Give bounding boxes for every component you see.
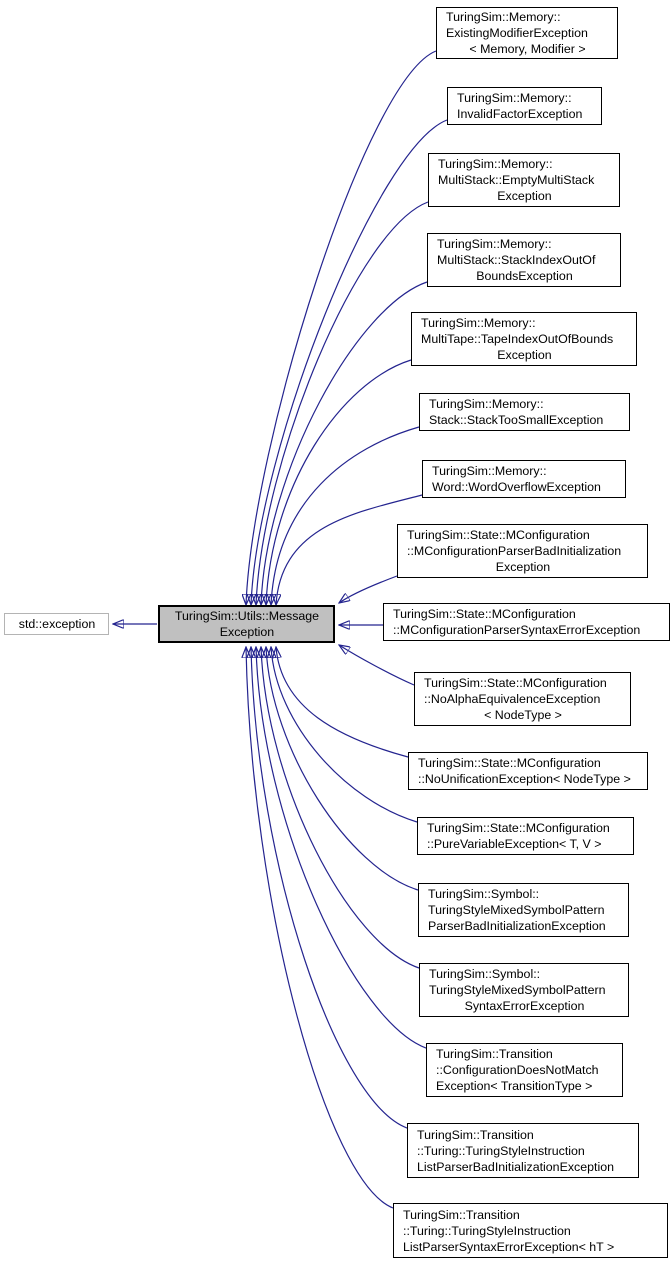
node-label-line: TuringSim::State::MConfiguration xyxy=(418,756,601,770)
node-label-line: ::NoUnificationException< NodeType > xyxy=(418,772,631,786)
node-label-line: TuringSim::Symbol:: xyxy=(428,887,540,901)
node-label-line: TuringSim::Transition xyxy=(436,1047,553,1061)
node-label-line: TuringStyleMixedSymbolPattern xyxy=(429,983,606,997)
edge-mconfig-parser-bad-init-to-base xyxy=(339,575,398,603)
node-label-line: TuringSim::Utils::Message xyxy=(174,609,320,623)
node-label-line: MultiStack::StackIndexOutOf xyxy=(437,253,596,267)
edge-configuration-does-not-match-to-base xyxy=(256,647,427,1049)
node-label-line: TuringStyleMixedSymbolPattern xyxy=(428,903,605,917)
node-label-line: MultiTape::TapeIndexOutOfBounds xyxy=(421,332,614,346)
node-label-line: InvalidFactorException xyxy=(457,107,583,121)
node-label-line: TuringSim::Memory:: xyxy=(421,316,536,330)
node-mixed-symbol-pattern-parser-bad-initialization-exception[interactable]: TuringSim::Symbol:: TuringStyleMixedSymb… xyxy=(418,883,629,937)
node-label-line: TuringSim::Symbol:: xyxy=(429,967,541,981)
node-instruction-list-parser-syntax-error-exception[interactable]: TuringSim::Transition ::Turing::TuringSt… xyxy=(393,1203,668,1258)
node-label-line: < NodeType > xyxy=(484,708,562,722)
node-label-line: ListParserSyntaxErrorException< hT > xyxy=(403,1239,615,1254)
edge-no-unification-to-base xyxy=(276,647,409,758)
node-label-line: Stack::StackTooSmallException xyxy=(429,413,604,427)
node-label-line: Exception< TransitionType > xyxy=(436,1079,593,1093)
node-label-line: Exception xyxy=(219,625,275,639)
node-label-line: Exception xyxy=(497,189,552,203)
node-label-line: Exception xyxy=(497,348,552,362)
node-label-line: SyntaxErrorException xyxy=(464,999,585,1013)
node-no-unification-exception[interactable]: TuringSim::State::MConfiguration ::NoUni… xyxy=(408,752,648,790)
node-label-line: ::MConfigurationParserBadInitialization xyxy=(407,544,622,558)
edge-mixed-symbol-syntax-error-to-base xyxy=(261,647,420,969)
node-invalid-factor-exception[interactable]: TuringSim::Memory:: InvalidFactorExcepti… xyxy=(447,87,602,125)
node-label-line: < Memory, Modifier > xyxy=(469,42,586,56)
node-mconfiguration-parser-syntax-error-exception[interactable]: TuringSim::State::MConfiguration ::MConf… xyxy=(383,603,670,641)
node-label-line: ExistingModifierException xyxy=(446,26,588,40)
node-pure-variable-exception[interactable]: TuringSim::State::MConfiguration ::PureV… xyxy=(417,817,634,855)
node-stack-too-small-exception[interactable]: TuringSim::Memory:: Stack::StackTooSmall… xyxy=(419,393,630,431)
node-label-line: TuringSim::Transition xyxy=(417,1127,534,1142)
node-label-line: ::ConfigurationDoesNotMatch xyxy=(436,1063,599,1077)
node-configuration-does-not-match-exception[interactable]: TuringSim::Transition ::ConfigurationDoe… xyxy=(426,1043,623,1097)
node-label-line: ::MConfigurationParserSyntaxErrorExcepti… xyxy=(393,623,641,637)
edge-stack-too-small-to-base xyxy=(271,426,420,605)
node-empty-multi-stack-exception[interactable]: TuringSim::Memory:: MultiStack::EmptyMul… xyxy=(428,153,620,207)
edge-instruction-list-parser-syntax-error-to-base xyxy=(246,647,394,1209)
node-mixed-symbol-pattern-syntax-error-exception[interactable]: TuringSim::Symbol:: TuringStyleMixedSymb… xyxy=(419,963,629,1017)
node-mconfiguration-parser-bad-initialization-exception[interactable]: TuringSim::State::MConfiguration ::MConf… xyxy=(397,524,648,578)
node-label-line: TuringSim::Memory:: xyxy=(437,237,552,251)
node-label-line: TuringSim::Memory:: xyxy=(438,157,553,171)
node-label-line: TuringSim::Memory:: xyxy=(432,464,547,478)
edge-existing-modifier-to-base xyxy=(246,50,437,605)
node-stack-index-out-of-bounds-exception[interactable]: TuringSim::Memory:: MultiStack::StackInd… xyxy=(427,233,621,287)
node-tape-index-out-of-bounds-exception[interactable]: TuringSim::Memory:: MultiTape::TapeIndex… xyxy=(411,312,637,366)
node-existing-modifier-exception[interactable]: TuringSim::Memory:: ExistingModifierExce… xyxy=(436,7,618,59)
node-label-line: TuringSim::Memory:: xyxy=(429,397,544,411)
node-instruction-list-parser-bad-initialization-exception[interactable]: TuringSim::Transition ::Turing::TuringSt… xyxy=(407,1123,639,1178)
node-label-line: Exception xyxy=(495,560,551,574)
node-label-line: TuringSim::Transition xyxy=(403,1207,520,1222)
edge-tape-index-out-of-bounds-to-base xyxy=(266,359,412,605)
node-label-line: ::Turing::TuringStyleInstruction xyxy=(417,1143,585,1158)
edge-mixed-symbol-parser-bad-init-to-base xyxy=(266,647,419,891)
node-label-line: std::exception xyxy=(18,617,96,631)
node-label-line: TuringSim::State::MConfiguration xyxy=(407,528,590,542)
node-label-line: TuringSim::Memory:: xyxy=(457,91,572,105)
node-label-line: BoundsException xyxy=(476,269,573,283)
node-word-overflow-exception[interactable]: TuringSim::Memory:: Word::WordOverflowEx… xyxy=(422,460,626,498)
node-label-line: Word::WordOverflowException xyxy=(432,480,601,494)
node-label-line: TuringSim::State::MConfiguration xyxy=(427,821,610,835)
node-label-line: TuringSim::State::MConfiguration xyxy=(393,607,576,621)
node-label-line: ListParserBadInitializationException xyxy=(417,1159,614,1174)
edge-no-alpha-equivalence-to-base xyxy=(339,645,415,686)
node-label-line: ParserBadInitializationException xyxy=(428,919,606,933)
node-label-line: ::NoAlphaEquivalenceException xyxy=(424,692,601,706)
node-label-line: TuringSim::Memory:: xyxy=(446,10,561,24)
node-std-exception: std::exception xyxy=(4,613,109,635)
node-no-alpha-equivalence-exception[interactable]: TuringSim::State::MConfiguration ::NoAlp… xyxy=(414,672,631,726)
node-label-line: MultiStack::EmptyMultiStack xyxy=(438,173,595,187)
edge-pure-variable-to-base xyxy=(271,647,418,823)
edge-instruction-list-parser-bad-init-to-base xyxy=(251,647,408,1129)
node-label-line: ::PureVariableException< T, V > xyxy=(427,837,602,851)
node-label-line: ::Turing::TuringStyleInstruction xyxy=(403,1223,571,1238)
node-message-exception: TuringSim::Utils::Message Exception xyxy=(158,605,335,643)
node-label-line: TuringSim::State::MConfiguration xyxy=(424,676,607,690)
